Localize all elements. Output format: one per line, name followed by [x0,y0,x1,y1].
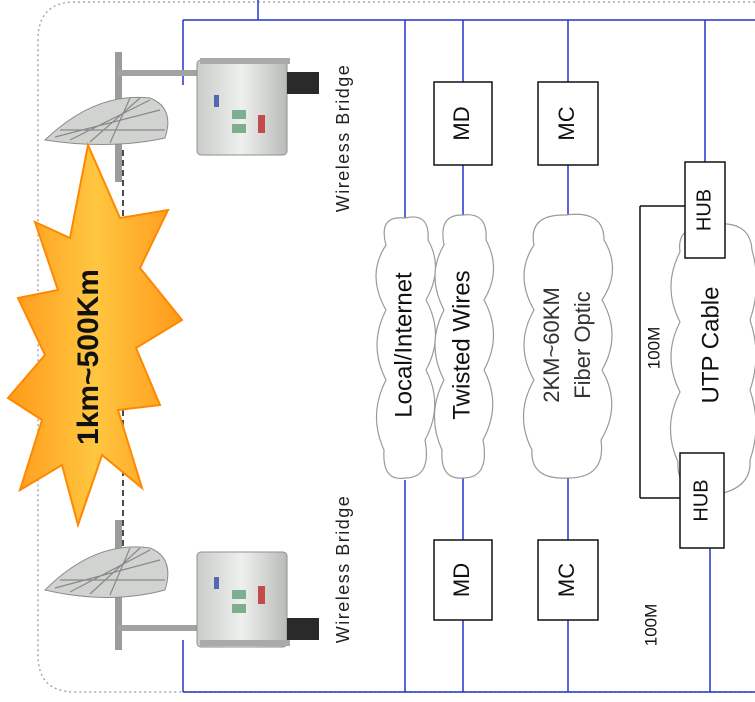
mc-box-bottom: MC [537,539,599,621]
dish-antenna-icon [44,520,198,650]
md-box-bottom: MD [433,539,493,621]
hundred-m-bottom-label: 100M [641,604,660,647]
twisted-wires-label: Twisted Wires [448,270,475,419]
wireless-bridge-top-label: Wireless Bridge [333,64,353,213]
fiber-range-label: 2KM~60KM [539,287,564,403]
mc-box-top-label: MC [554,106,579,140]
local-internet-label: Local/Internet [390,272,417,418]
wireless-bridge-device-icon [196,58,319,156]
cloud-fiber-optic [522,213,614,479]
cloud-local-internet [375,216,437,480]
hundred-m-top-label: 100M [644,327,663,370]
hundred-m-bracket [639,205,685,499]
cloud-twisted-wires [433,214,495,479]
hub-box-bottom: HUB [679,452,725,549]
dish-antenna-icon [43,52,198,182]
wireless-bridge-device-icon [196,551,319,648]
utp-cable-label: UTP Cable [697,287,724,404]
distance-label: 1km~500Km [72,269,105,445]
md-box-top-label: MD [449,106,474,140]
fiber-optic-label: Fiber Optic [570,291,595,399]
hub-box-bottom-label: HUB [690,479,712,521]
connection-lines [182,0,755,693]
md-box-top: MD [433,81,493,166]
mc-box-bottom-label: MC [554,563,579,597]
mc-box-top: MC [537,81,599,166]
md-box-bottom-label: MD [449,563,474,597]
dotted-frame [37,1,755,693]
distance-starburst [6,141,184,529]
wireless-bridge-bottom-label: Wireless Bridge [333,495,353,644]
hub-box-top: HUB [684,161,726,259]
hub-box-top-label: HUB [693,189,715,231]
